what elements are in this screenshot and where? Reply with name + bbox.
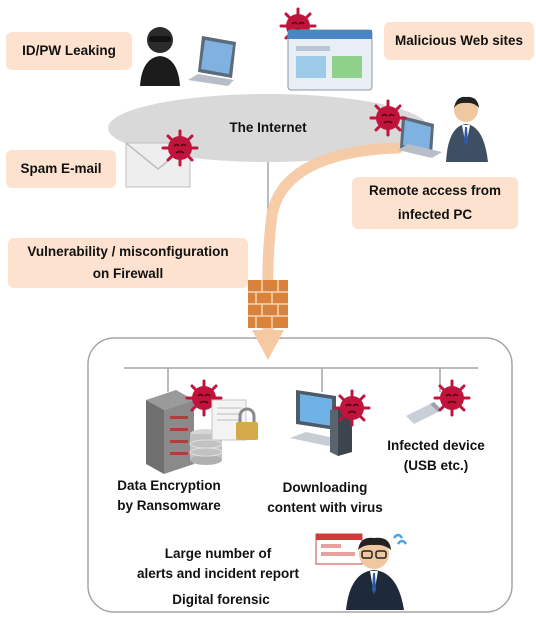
- vulnerability-firewall-label: Vulnerability / misconfiguration on Fire…: [8, 238, 248, 288]
- data-encryption-line1: Data Encryption: [117, 478, 221, 493]
- virus-icon: [369, 99, 407, 137]
- malicious-web-sites-label: Malicious Web sites: [384, 22, 534, 60]
- remote-access-line2: infected PC: [397, 207, 473, 222]
- infected-device-line2: (USB etc.): [403, 458, 469, 473]
- firewall-icon: [248, 280, 288, 328]
- alert-window-icon: [315, 533, 363, 565]
- downloading-virus-label: Downloading content with virus: [250, 478, 400, 518]
- digital-forensic-label: Digital forensic: [172, 592, 270, 607]
- remote-access-line1: Remote access from: [368, 183, 502, 198]
- downloading-line2: content with virus: [267, 500, 383, 515]
- server-icon: [146, 390, 194, 474]
- internet-label: The Internet: [229, 120, 307, 135]
- virus-icon: [161, 129, 199, 167]
- hacker-icon: [140, 27, 180, 86]
- worried-analyst-icon: [346, 533, 408, 610]
- laptop-icon: [398, 116, 442, 158]
- browser-window-icon: [287, 29, 373, 91]
- data-encryption-line2: by Ransomware: [117, 498, 221, 513]
- infected-device-label: Infected device (USB etc.): [370, 436, 502, 476]
- virus-icon: [433, 379, 471, 417]
- alerts-line2: alerts and incident report: [136, 566, 300, 581]
- alerts-line1: Large number of: [164, 546, 272, 561]
- padlock-icon: [211, 399, 258, 441]
- spam-email-label: Spam E-mail: [6, 150, 116, 188]
- vulnerability-line1: Vulnerability / misconfiguration: [27, 244, 229, 259]
- id-pw-leaking-label: ID/PW Leaking: [6, 32, 132, 70]
- downloading-line1: Downloading: [282, 480, 368, 495]
- infected-device-line1: Infected device: [387, 438, 485, 453]
- laptop-icon: [188, 36, 236, 86]
- data-encryption-label: Data Encryption by Ransomware: [96, 476, 242, 516]
- virus-icon: [333, 389, 371, 427]
- remote-access-label: Remote access from infected PC: [352, 177, 518, 229]
- businessman-icon: [446, 96, 488, 162]
- alerts-incident-label: Large number of alerts and incident repo…: [116, 544, 320, 584]
- vulnerability-line2: on Firewall: [92, 266, 164, 281]
